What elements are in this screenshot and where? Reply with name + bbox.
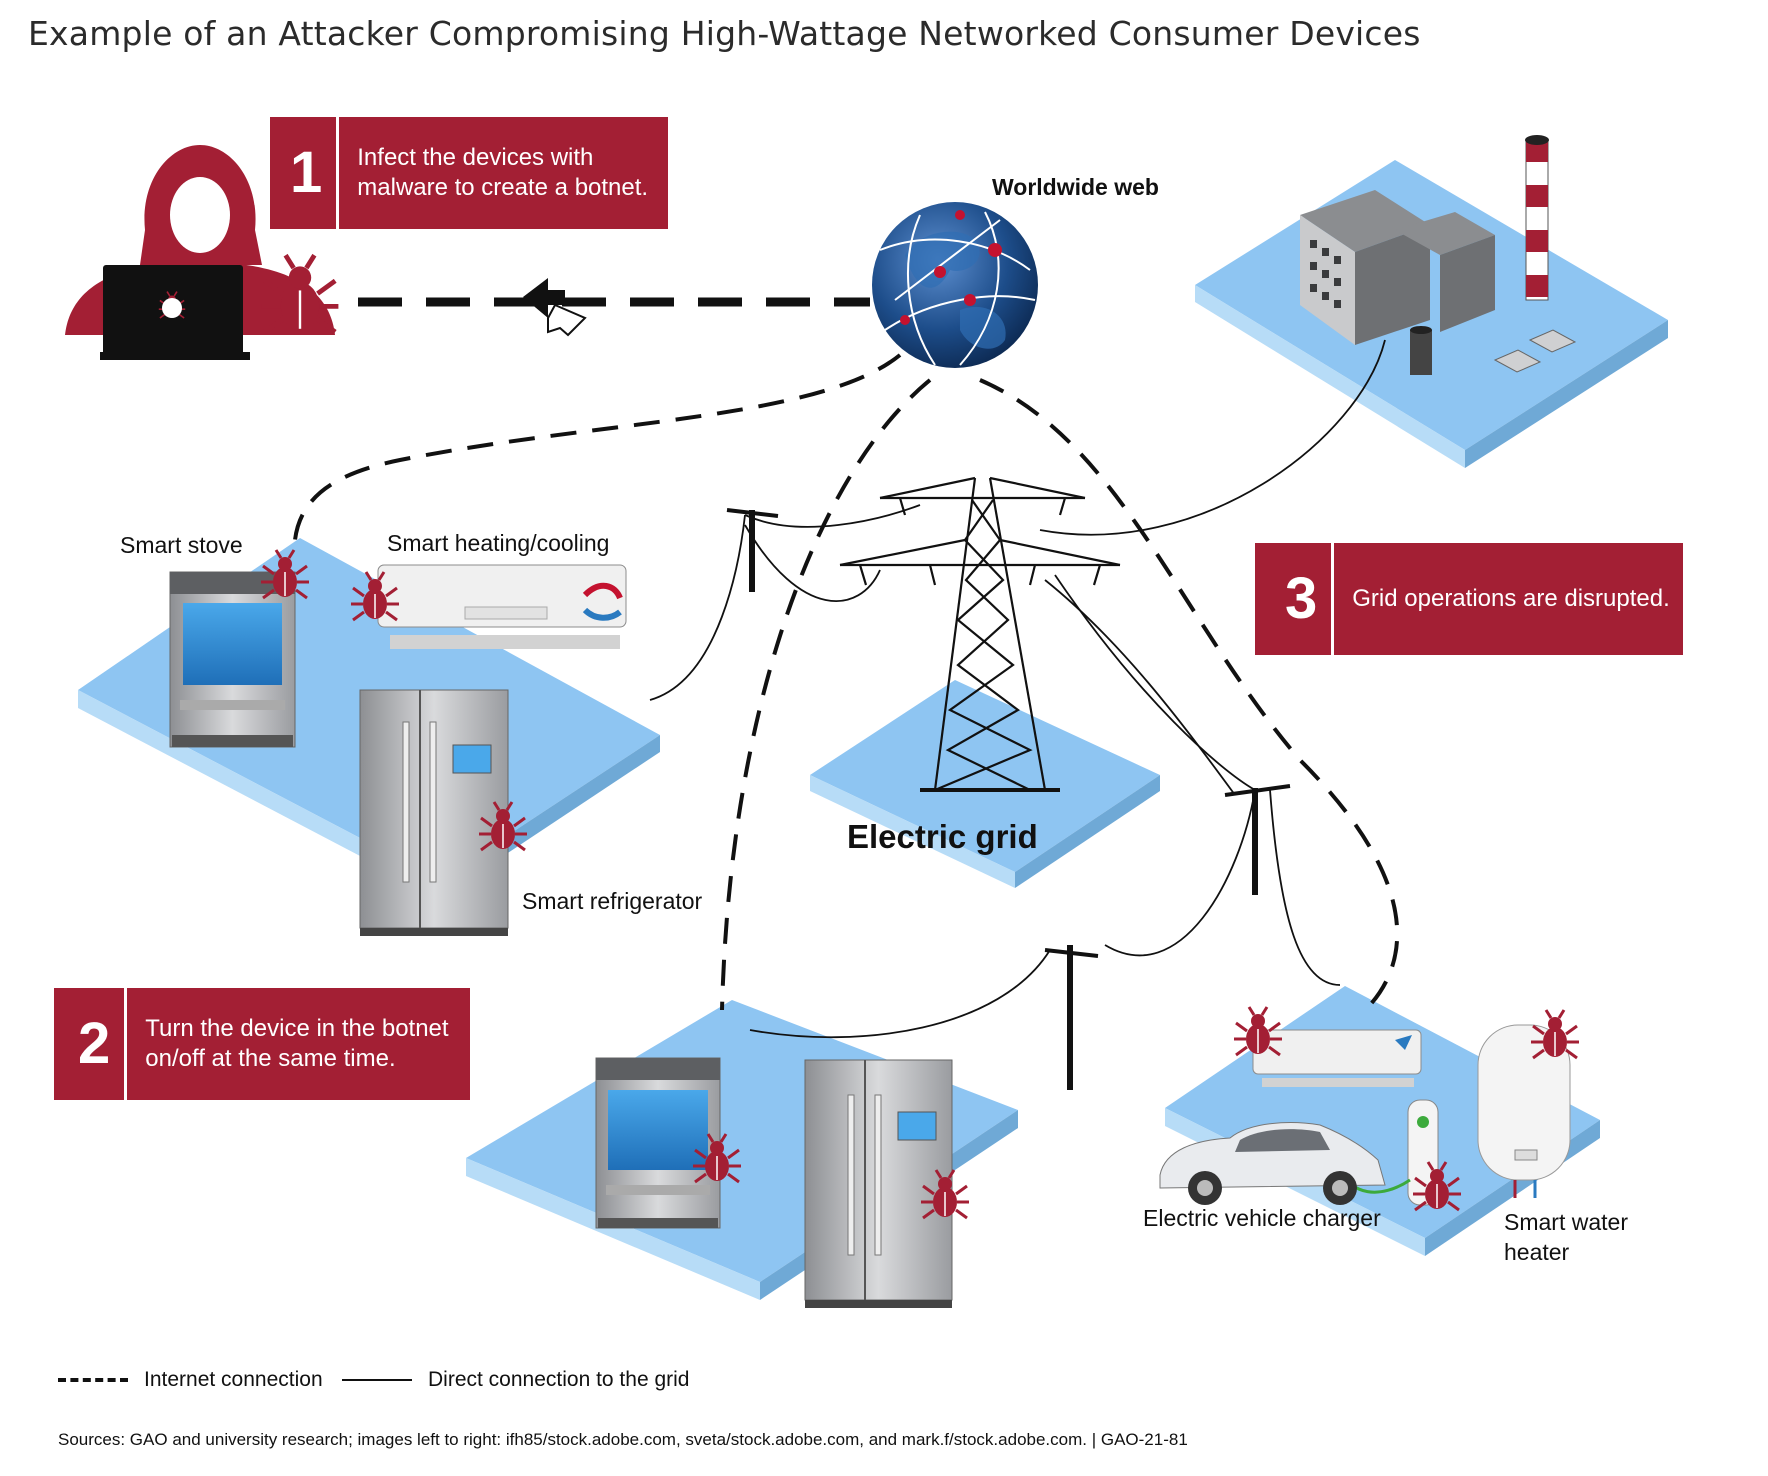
arrow-left-icon — [523, 278, 587, 337]
smart-refrigerator-label: Smart refrigerator — [522, 888, 703, 914]
air-conditioner-icon — [1252, 1029, 1422, 1087]
grid-connections — [649, 339, 1386, 1039]
figure-title: Example of an Attacker Compromising High… — [28, 14, 1421, 53]
stove-icon — [595, 1057, 721, 1229]
worldwide-web-label: Worldwide web — [992, 174, 1159, 200]
smart-stove-icon — [169, 571, 296, 748]
step-3-text: Grid operations are disrupted. — [1352, 585, 1670, 612]
legend-internet: Internet connection — [58, 1368, 323, 1392]
electric-car-icon — [1159, 1122, 1386, 1205]
smart-heating-cooling-icon — [377, 564, 627, 649]
internet-connections — [293, 297, 1400, 1011]
legend-direct: Direct connection to the grid — [342, 1368, 689, 1392]
step-2-number: 2 — [78, 1011, 111, 1076]
step-1-box: 1 Infect the devices with malware to cre… — [270, 117, 668, 229]
attacker-icon — [65, 145, 338, 360]
ev-charger-label: Electric vehicle charger — [1143, 1205, 1381, 1231]
legend-dashed-line — [58, 1378, 128, 1382]
step-divider — [124, 988, 128, 1100]
step-1-text: Infect the devices with malware to creat… — [357, 144, 649, 201]
platform-grid — [810, 680, 1160, 888]
utility-pole-right — [1224, 784, 1291, 895]
step-divider — [1331, 543, 1335, 655]
sources-note: Sources: GAO and university research; im… — [58, 1430, 1188, 1449]
water-heater-icon — [1477, 1024, 1571, 1198]
step-1-number: 1 — [290, 140, 323, 205]
step-3-box: 3 Grid operations are disrupted. — [1255, 543, 1683, 655]
legend-solid-line — [342, 1379, 412, 1381]
platform-power-plant — [1195, 160, 1668, 468]
legend-internet-label: Internet connection — [144, 1368, 323, 1391]
step-2-box: 2 Turn the device in the botnet on/off a… — [54, 988, 470, 1100]
utility-pole-bottom — [1044, 945, 1099, 1090]
step-divider — [336, 117, 340, 229]
step-2-text: Turn the device in the botnet on/off at … — [145, 1015, 449, 1072]
smart-refrigerator-icon — [359, 689, 509, 936]
refrigerator-icon — [804, 1059, 953, 1308]
power-plant-icon — [1300, 135, 1577, 375]
electric-grid-label: Electric grid — [847, 818, 1038, 855]
water-heater-label: Smart water heater — [1504, 1209, 1628, 1265]
smart-stove-label: Smart stove — [120, 532, 243, 558]
step-3-number: 3 — [1285, 566, 1318, 631]
globe-icon — [872, 202, 1038, 368]
smart-heating-cooling-label: Smart heating/cooling — [387, 530, 610, 556]
legend-direct-label: Direct connection to the grid — [428, 1368, 690, 1391]
transmission-tower — [839, 476, 1121, 792]
utility-pole-left — [726, 508, 779, 592]
